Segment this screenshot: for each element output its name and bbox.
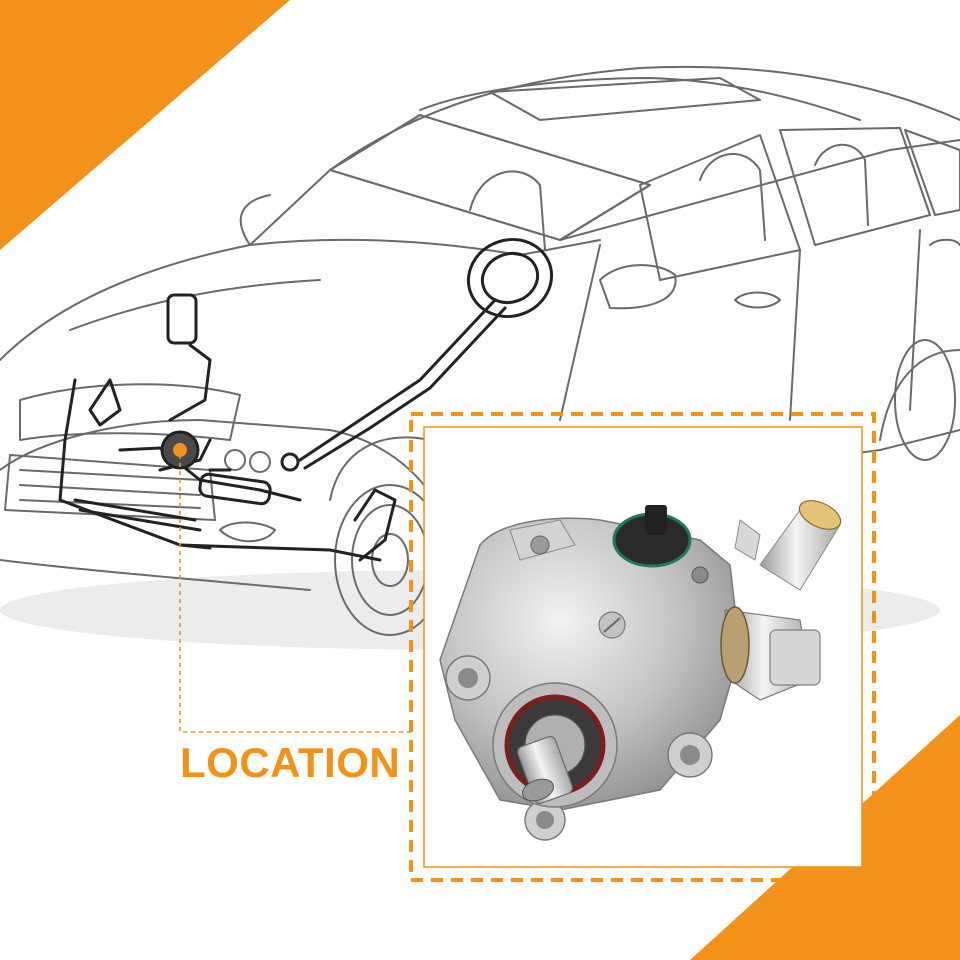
power-steering-pump [439, 500, 842, 841]
callout-dashed-frame [409, 412, 876, 882]
location-marker [173, 443, 187, 457]
orange-corner-top-left [0, 0, 290, 250]
location-label: LOCATION [180, 739, 401, 786]
steering-system-highlight [58, 238, 554, 562]
